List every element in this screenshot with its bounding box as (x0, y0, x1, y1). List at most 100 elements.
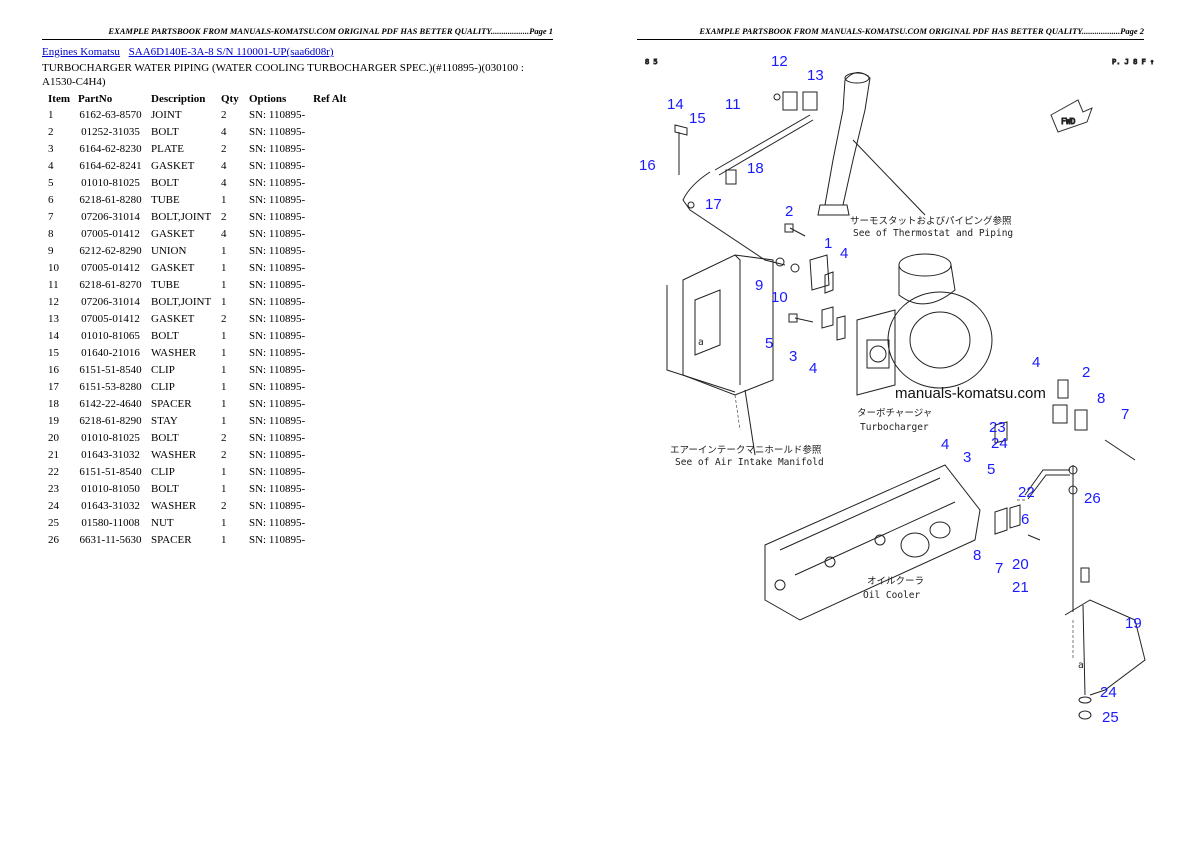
callout-8-lower[interactable]: 8 (973, 547, 981, 564)
description-cell: JOINT (151, 108, 182, 121)
ref-alt-cell (309, 497, 357, 514)
item-cell: 20 (48, 431, 59, 444)
callout-21[interactable]: 21 (1012, 579, 1029, 596)
description-cell: GASKET (151, 227, 195, 240)
ref-alt-cell (309, 327, 357, 344)
item-cell: 7 (48, 210, 54, 223)
ref-alt-cell (309, 191, 357, 208)
callout-7-lower[interactable]: 7 (995, 560, 1003, 577)
options-cell: SN: 110895- (249, 295, 306, 308)
options-cell: SN: 110895- (249, 176, 306, 189)
callout-20[interactable]: 20 (1012, 556, 1029, 573)
callout-8-right[interactable]: 8 (1097, 390, 1105, 407)
exploded-parts-diagram: 8 5 P. J 8 F ↑ FWD (639, 53, 1155, 726)
page-banner: EXAMPLE PARTSBOOK FROM MANUALS-KOMATSU.C… (108, 26, 553, 36)
callout-22[interactable]: 22 (1018, 484, 1035, 501)
item-cell: 25 (48, 516, 59, 529)
callout-23[interactable]: 23 (989, 419, 1006, 436)
partno-cell: 01010-81050 (81, 482, 140, 495)
callout-7-right[interactable]: 7 (1121, 406, 1129, 423)
qty-cell: 1 (221, 465, 227, 478)
callout-19[interactable]: 19 (1125, 615, 1142, 632)
oil-cooler-label-en: Oil Cooler (863, 590, 920, 601)
ref-alt-cell (309, 446, 357, 463)
callout-2-right[interactable]: 2 (1082, 364, 1090, 381)
callout-6[interactable]: 6 (1021, 511, 1029, 528)
callout-4-mid[interactable]: 4 (941, 436, 949, 453)
callout-24-upper[interactable]: 24 (991, 435, 1008, 452)
callout-12[interactable]: 12 (771, 53, 788, 70)
ref-alt-cell (309, 531, 357, 548)
header-qty: Qty (221, 92, 239, 105)
item-cell: 24 (48, 499, 59, 512)
callout-5-mid[interactable]: 5 (987, 461, 995, 478)
callout-3-left[interactable]: 3 (789, 348, 797, 365)
air-intake-bracket-icon (666, 254, 774, 456)
options-cell: SN: 110895- (249, 227, 306, 240)
breadcrumb-engines-link[interactable]: Engines Komatsu (42, 46, 120, 58)
qty-cell: 1 (221, 329, 227, 342)
partno-cell: 01643-31032 (81, 448, 140, 461)
mark-a-upper: a (698, 337, 704, 348)
callout-14[interactable]: 14 (667, 96, 684, 113)
callout-4-right[interactable]: 4 (1032, 354, 1040, 371)
partno-cell: 07206-31014 (81, 210, 140, 223)
qty-cell: 2 (221, 499, 227, 512)
page-title: TURBOCHARGER WATER PIPING (WATER COOLING… (42, 62, 524, 88)
callout-13[interactable]: 13 (807, 67, 824, 84)
item-cell: 22 (48, 465, 59, 478)
ref-alt-cell (309, 310, 357, 327)
svg-text:FWD: FWD (1061, 117, 1076, 126)
item-cell: 4 (48, 159, 54, 172)
leader-lines (734, 394, 1074, 660)
callout-16[interactable]: 16 (639, 157, 656, 174)
ref-alt-cell (309, 208, 357, 225)
description-cell: WASHER (151, 448, 197, 461)
thermostat-note-en: See of Thermostat and Piping (853, 228, 1013, 239)
breadcrumb-model-link[interactable]: SAA6D140E-3A-8 S/N 110001-UP(saa6d08r) (128, 46, 334, 58)
callout-17[interactable]: 17 (705, 196, 722, 213)
options-cell: SN: 110895- (249, 210, 306, 223)
callout-15[interactable]: 15 (689, 110, 706, 127)
ref-alt-cell (309, 242, 357, 259)
callout-24-lower[interactable]: 24 (1100, 684, 1117, 701)
callout-11[interactable]: 11 (725, 96, 741, 113)
partno-cell: 6631-11-5630 (79, 533, 142, 546)
callout-3-mid[interactable]: 3 (963, 449, 971, 466)
header-description: Description (151, 92, 206, 105)
callout-4-upper[interactable]: 4 (840, 245, 848, 262)
callout-4-left[interactable]: 4 (809, 360, 817, 377)
callout-9[interactable]: 9 (755, 277, 763, 294)
item-cell: 2 (48, 125, 54, 138)
ref-alt-cell (309, 259, 357, 276)
banner-divider (42, 39, 553, 40)
callout-5-left[interactable]: 5 (765, 335, 773, 352)
callout-25[interactable]: 25 (1102, 709, 1119, 726)
callout-1-upper[interactable]: 1 (824, 235, 832, 252)
ref-alt-cell (309, 174, 357, 191)
options-cell: SN: 110895- (249, 499, 306, 512)
item-cell: 16 (48, 363, 59, 376)
item-cell: 21 (48, 448, 59, 461)
partno-cell: 07005-01412 (81, 227, 140, 240)
turbocharger-label-en: Turbocharger (860, 422, 929, 433)
callout-2-upper[interactable]: 2 (785, 203, 793, 220)
qty-cell: 1 (221, 244, 227, 257)
options-cell: SN: 110895- (249, 329, 306, 342)
header-options: Options (249, 92, 287, 105)
callout-10[interactable]: 10 (771, 289, 788, 306)
options-cell: SN: 110895- (249, 193, 306, 206)
options-cell: SN: 110895- (249, 278, 306, 291)
callout-18[interactable]: 18 (747, 160, 764, 177)
options-cell: SN: 110895- (249, 397, 306, 410)
qty-cell: 1 (221, 295, 227, 308)
callout-26[interactable]: 26 (1084, 490, 1101, 507)
